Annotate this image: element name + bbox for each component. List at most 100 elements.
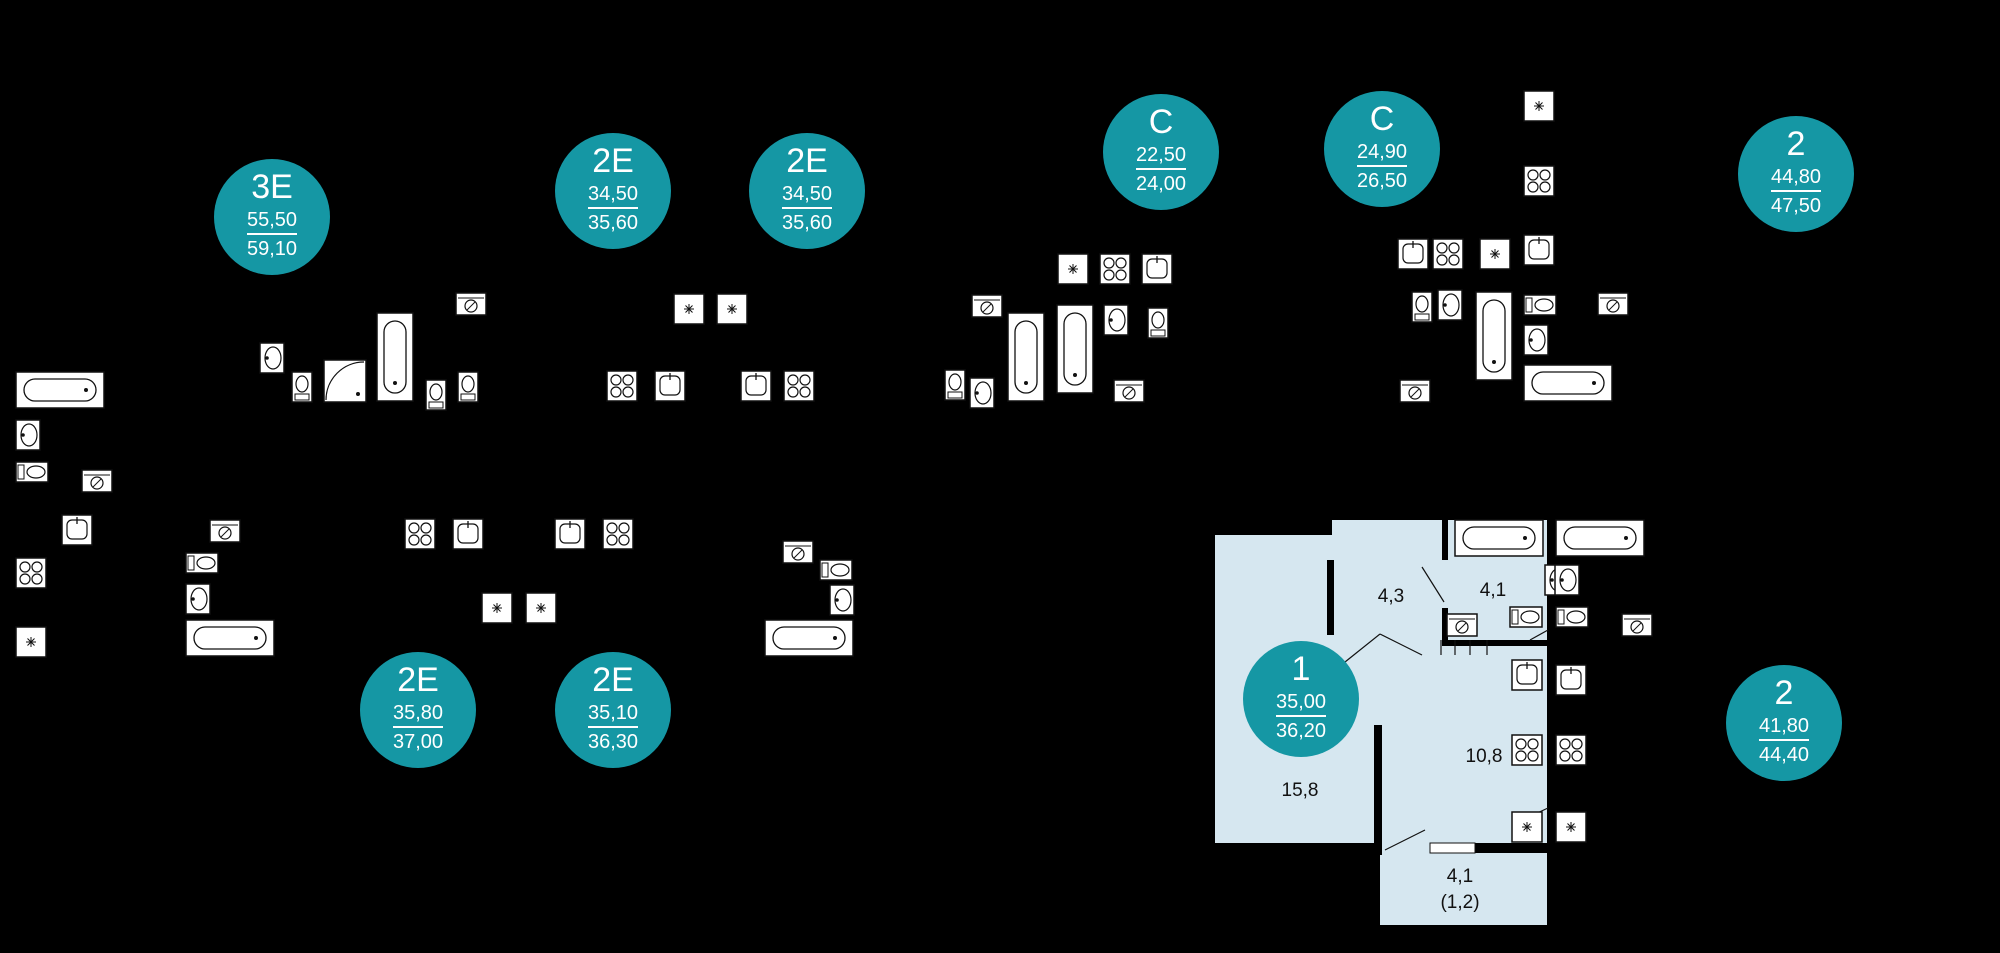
apartment-type: 3E [251, 168, 293, 206]
apartment-type: C [1369, 100, 1395, 138]
living-area: 55,50 [246, 209, 298, 231]
divider [588, 207, 638, 209]
apartment-type: 2E [786, 142, 828, 180]
total-area: 36,30 [587, 731, 639, 753]
apartment-type: 2E [592, 661, 634, 699]
wall [1447, 843, 1547, 853]
living-area: 34,50 [781, 183, 833, 205]
room-area-hallway: 4,3 [1377, 586, 1405, 607]
stove-icon [606, 370, 638, 402]
total-area: 47,50 [1770, 195, 1822, 217]
total-area: 36,20 [1275, 720, 1327, 742]
total-area: 35,60 [781, 212, 833, 234]
washbasin-icon [1103, 304, 1129, 336]
wall [1442, 520, 1448, 560]
apartment-badge-2e[interactable]: 2E 34,50 35,60 [555, 133, 671, 249]
fridge-icon [481, 592, 513, 624]
apartment-badge-2e[interactable]: 2E 34,50 35,60 [749, 133, 865, 249]
sink-icon [452, 518, 484, 550]
divider [1771, 190, 1821, 192]
divider [782, 207, 832, 209]
washbasin-icon [1523, 324, 1549, 356]
fridge-icon [1523, 90, 1555, 122]
room-area-kitchen: 10,8 [1465, 746, 1503, 767]
door-swing [1379, 633, 1423, 656]
apartment-badge-c[interactable]: C 24,90 26,50 [1324, 91, 1440, 207]
door-swing [1384, 829, 1426, 851]
room-area-balcony: 4,1 [1446, 866, 1474, 887]
toilet-icon [425, 379, 447, 411]
washbasin-icon [969, 377, 995, 409]
fridge-icon [525, 592, 557, 624]
apartment-type: 1 [1291, 650, 1311, 688]
stove-icon [404, 518, 436, 550]
sink-icon [1511, 659, 1543, 691]
sink-icon [1397, 238, 1429, 270]
fridge-icon [1057, 253, 1089, 285]
washing-machine-icon [1399, 379, 1431, 403]
toilet-icon [1523, 294, 1557, 316]
sink-icon [1555, 664, 1587, 696]
apartment-type: 2E [592, 142, 634, 180]
total-area: 26,50 [1356, 170, 1408, 192]
divider [588, 726, 638, 728]
divider [247, 233, 297, 235]
apartment-type: 2 [1786, 125, 1806, 163]
balcony-door [1429, 842, 1476, 854]
bathtub-icon [15, 371, 105, 409]
total-area: 59,10 [246, 238, 298, 260]
toilet-icon [819, 559, 853, 581]
total-area: 24,00 [1135, 173, 1187, 195]
apartment-type: 2E [397, 661, 439, 699]
stove-icon [1555, 734, 1587, 766]
wall [1374, 725, 1382, 843]
fridge-icon [1479, 238, 1511, 270]
washbasin-icon [15, 419, 41, 451]
total-area: 37,00 [392, 731, 444, 753]
toilet-icon [1555, 606, 1589, 628]
stove-icon [602, 518, 634, 550]
total-area: 44,40 [1758, 744, 1810, 766]
stove-icon [783, 370, 815, 402]
apartment-badge-c[interactable]: C 22,50 24,00 [1103, 94, 1219, 210]
stove-icon [1432, 238, 1464, 270]
sink-icon [654, 370, 686, 402]
apartment-badge-1[interactable]: 1 35,00 36,20 [1243, 641, 1359, 757]
washing-machine-icon [209, 519, 241, 543]
bathtub-icon [1454, 519, 1544, 557]
sink-icon [61, 514, 93, 546]
washing-machine-icon [971, 294, 1003, 318]
apartment-badge-3e[interactable]: 3E 55,50 59,10 [214, 159, 330, 275]
living-area: 24,90 [1356, 141, 1408, 163]
toilet-icon [944, 369, 966, 401]
living-area: 41,80 [1758, 715, 1810, 737]
fridge-icon [673, 293, 705, 325]
sink-icon [1523, 234, 1555, 266]
bathtub-icon [1523, 364, 1613, 402]
fridge-icon [15, 626, 47, 658]
washing-machine-icon [1621, 613, 1653, 637]
bathtub-icon [1056, 304, 1094, 394]
apartment-badge-2[interactable]: 2 44,80 47,50 [1738, 116, 1854, 232]
wall [1442, 640, 1547, 646]
apartment-badge-2[interactable]: 2 41,80 44,40 [1726, 665, 1842, 781]
divider [1357, 165, 1407, 167]
apartment-badge-2e[interactable]: 2E 35,80 37,00 [360, 652, 476, 768]
stove-icon [1523, 165, 1555, 197]
bathtub-icon [764, 619, 854, 657]
toilet-icon [1509, 606, 1543, 628]
washbasin-icon [1554, 564, 1580, 596]
sink-icon [1141, 253, 1173, 285]
toilet-icon [1147, 307, 1169, 339]
sink-icon [554, 518, 586, 550]
divider [1276, 715, 1326, 717]
living-area: 35,10 [587, 702, 639, 724]
shower-cabin-icon [323, 359, 367, 403]
divider [393, 726, 443, 728]
room-area-balcony-reduced: (1,2) [1440, 892, 1480, 913]
apartment-type: 2 [1774, 674, 1794, 712]
apartment-badge-2e[interactable]: 2E 35,10 36,30 [555, 652, 671, 768]
fridge-icon [1555, 811, 1587, 843]
fridge-icon [1511, 811, 1543, 843]
